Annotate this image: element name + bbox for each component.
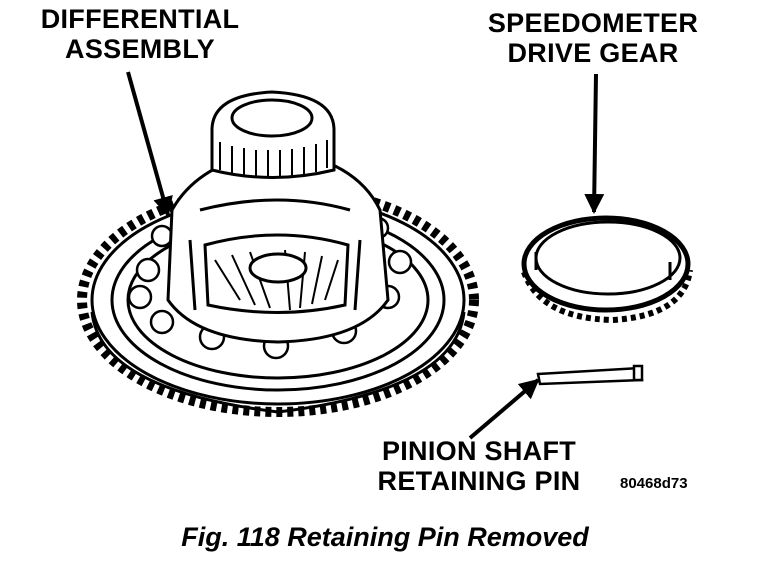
differential-case xyxy=(166,148,390,344)
label-pinion-shaft-retaining-pin: PINION SHAFT RETAINING PIN xyxy=(368,436,590,496)
arrow-pin xyxy=(468,378,540,440)
figure-caption: Fig. 118 Retaining Pin Removed xyxy=(181,522,589,552)
label-line: DIFFERENTIAL xyxy=(40,4,240,34)
label-line: ASSEMBLY xyxy=(65,34,215,64)
label-line: RETAINING PIN xyxy=(377,466,581,496)
label-line: SPEEDOMETER xyxy=(487,8,699,38)
side-bearing xyxy=(210,90,336,179)
speedometer-drive-gear-illustration xyxy=(521,215,693,324)
label-speedometer-drive-gear: SPEEDOMETER DRIVE GEAR xyxy=(470,8,716,68)
label-line: PINION SHAFT xyxy=(381,436,577,466)
leader-arrows xyxy=(126,71,605,440)
label-differential-assembly: DIFFERENTIAL ASSEMBLY xyxy=(22,4,258,64)
arrow-speedometer xyxy=(584,73,605,214)
differential-assembly-illustration xyxy=(77,90,479,417)
label-line: DRIVE GEAR xyxy=(507,38,679,68)
retaining-pin-illustration xyxy=(536,364,644,386)
reference-code: 80468d73 xyxy=(620,475,688,492)
arrow-differential xyxy=(126,71,173,217)
